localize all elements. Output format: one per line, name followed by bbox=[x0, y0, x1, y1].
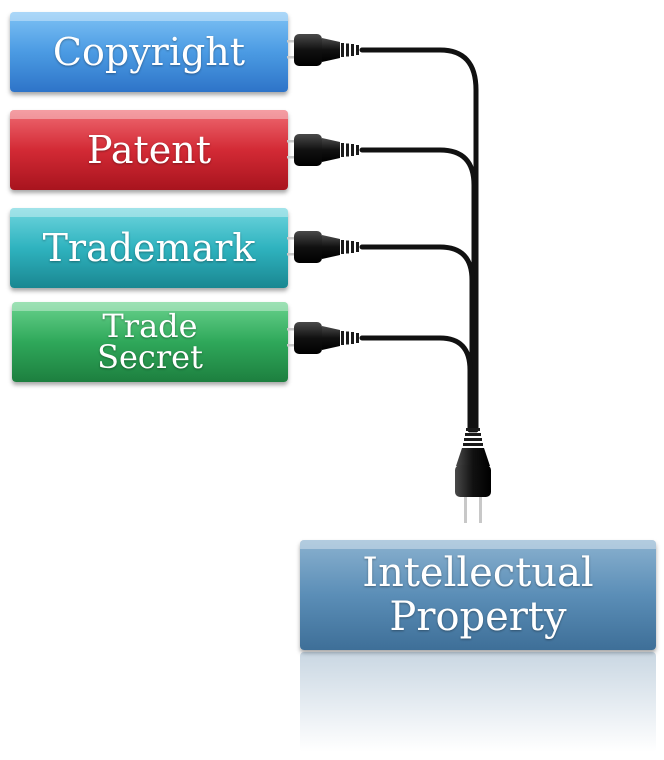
main-power-plug-icon bbox=[455, 428, 491, 523]
power-plug-icon bbox=[287, 322, 359, 354]
power-plug-icon bbox=[287, 134, 359, 166]
intellectual-property-label-line-2: Property bbox=[389, 594, 567, 640]
intellectual-property-reflection bbox=[300, 652, 656, 752]
cable-copyright bbox=[359, 47, 479, 433]
cable-patent bbox=[359, 147, 477, 433]
trademark-label: Trademark bbox=[42, 226, 256, 270]
cable-trade-secret bbox=[359, 335, 473, 433]
trademark-block: Trademark bbox=[10, 208, 288, 288]
trade-secret-label-line-1: Trade bbox=[102, 307, 198, 345]
intellectual-property-label-line-1: Intellectual bbox=[362, 550, 594, 596]
copyright-block: Copyright bbox=[10, 12, 288, 92]
trade-secret-label-line-2: Secret bbox=[97, 338, 203, 376]
patent-block: Patent bbox=[10, 110, 288, 190]
patent-label: Patent bbox=[86, 128, 212, 172]
trade-secret-block: Trade Secret bbox=[12, 302, 288, 382]
intellectual-property-block: Intellectual Property bbox=[300, 540, 656, 650]
power-plug-icon bbox=[287, 34, 359, 66]
cable-trademark bbox=[359, 244, 475, 433]
power-plug-icon bbox=[287, 231, 359, 263]
copyright-label: Copyright bbox=[52, 30, 246, 74]
